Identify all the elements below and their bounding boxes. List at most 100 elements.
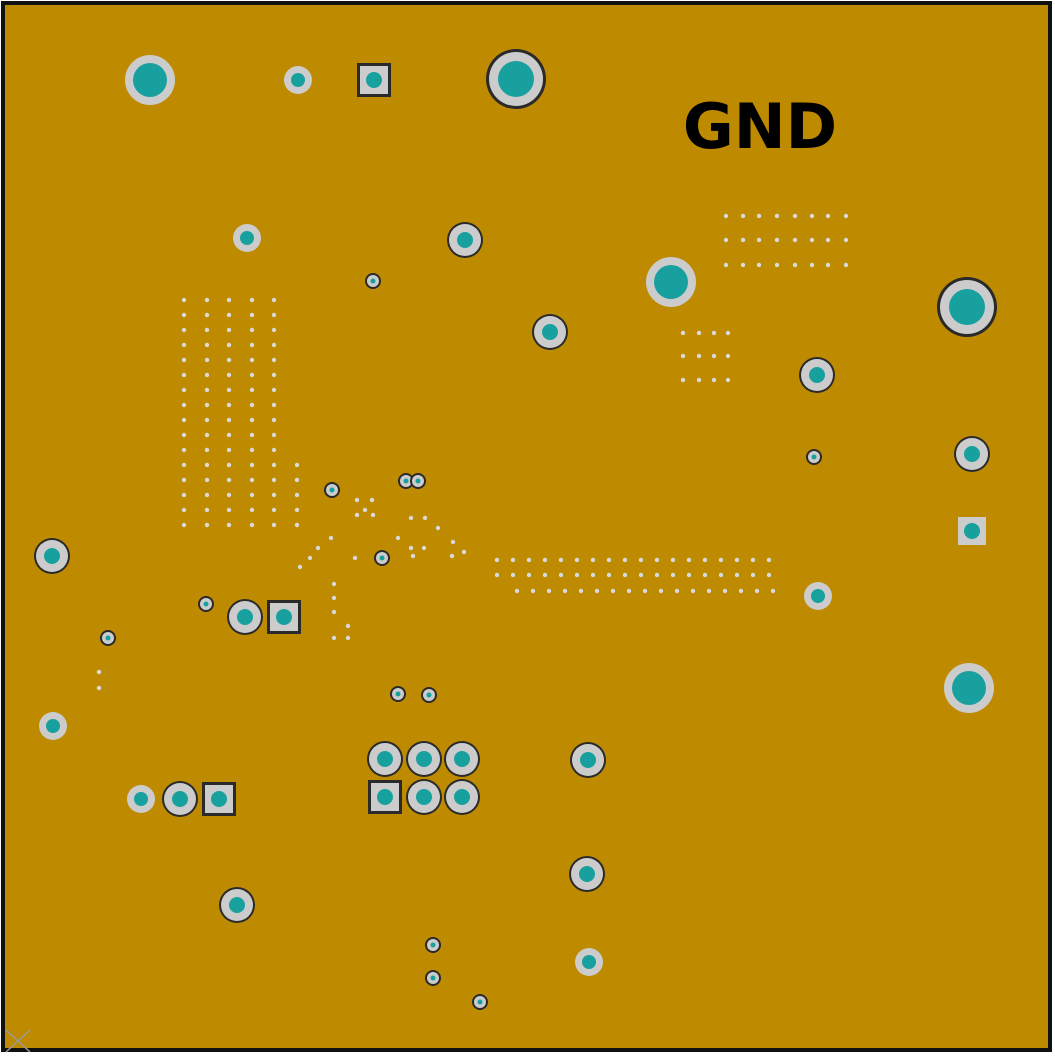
via (39, 712, 67, 740)
via (227, 599, 263, 635)
large-via (125, 55, 175, 105)
micro-via (249, 477, 255, 483)
micro-via (331, 635, 337, 641)
header-pin (367, 741, 403, 777)
micro-via (362, 507, 368, 513)
micro-via (271, 312, 277, 318)
micro-via (706, 588, 712, 594)
micro-via (770, 588, 776, 594)
large-via (486, 49, 546, 109)
micro-via (514, 588, 520, 594)
micro-via (204, 447, 210, 453)
micro-via (204, 312, 210, 318)
via (569, 856, 605, 892)
micro-via (181, 327, 187, 333)
via (284, 66, 312, 94)
micro-via (756, 213, 762, 219)
via (532, 314, 568, 350)
micro-via (825, 213, 831, 219)
micro-via (181, 357, 187, 363)
micro-via (421, 545, 427, 551)
micro-via (315, 545, 321, 551)
micro-via (558, 557, 564, 563)
micro-via (766, 557, 772, 563)
micro-via (249, 327, 255, 333)
small-via (398, 473, 414, 489)
micro-via (226, 297, 232, 303)
micro-via (750, 557, 756, 563)
layer-name-label: GND (683, 90, 837, 163)
micro-via (204, 327, 210, 333)
micro-via (546, 588, 552, 594)
square-pad (958, 517, 986, 545)
micro-via (680, 377, 686, 383)
micro-via (226, 492, 232, 498)
micro-via (530, 588, 536, 594)
micro-via (249, 432, 255, 438)
micro-via (249, 342, 255, 348)
micro-via (226, 327, 232, 333)
micro-via (249, 492, 255, 498)
via (34, 538, 70, 574)
micro-via (461, 549, 467, 555)
micro-via (226, 402, 232, 408)
header-pin (406, 741, 442, 777)
micro-via (271, 492, 277, 498)
micro-via (702, 557, 708, 563)
micro-via (331, 581, 337, 587)
micro-via (686, 557, 692, 563)
via (804, 582, 832, 610)
micro-via (408, 545, 414, 551)
large-via (944, 663, 994, 713)
micro-via (181, 522, 187, 528)
micro-via (680, 330, 686, 336)
micro-via (809, 213, 815, 219)
micro-via (181, 387, 187, 393)
micro-via (723, 237, 729, 243)
via (799, 357, 835, 393)
micro-via (271, 387, 277, 393)
micro-via (674, 588, 680, 594)
micro-via (354, 512, 360, 518)
micro-via (658, 588, 664, 594)
micro-via (271, 402, 277, 408)
square-pad (202, 782, 236, 816)
micro-via (271, 432, 277, 438)
micro-via (226, 357, 232, 363)
micro-via (809, 237, 815, 243)
micro-via (369, 497, 375, 503)
micro-via (410, 553, 416, 559)
micro-via (204, 297, 210, 303)
micro-via (718, 572, 724, 578)
micro-via (696, 330, 702, 336)
micro-via (725, 377, 731, 383)
micro-via (249, 417, 255, 423)
micro-via (249, 357, 255, 363)
micro-via (181, 477, 187, 483)
micro-via (723, 262, 729, 268)
micro-via (294, 477, 300, 483)
micro-via (494, 557, 500, 563)
micro-via (271, 462, 277, 468)
micro-via (181, 372, 187, 378)
micro-via (740, 213, 746, 219)
micro-via (606, 572, 612, 578)
via (162, 781, 198, 817)
square-pad (267, 600, 301, 634)
micro-via (181, 402, 187, 408)
square-pad (357, 63, 391, 97)
micro-via (181, 462, 187, 468)
micro-via (562, 588, 568, 594)
micro-via (542, 557, 548, 563)
small-via (390, 686, 406, 702)
via (127, 785, 155, 813)
micro-via (249, 372, 255, 378)
micro-via (449, 553, 455, 559)
micro-via (345, 623, 351, 629)
micro-via (622, 572, 628, 578)
micro-via (792, 213, 798, 219)
micro-via (590, 557, 596, 563)
micro-via (702, 572, 708, 578)
micro-via (494, 572, 500, 578)
